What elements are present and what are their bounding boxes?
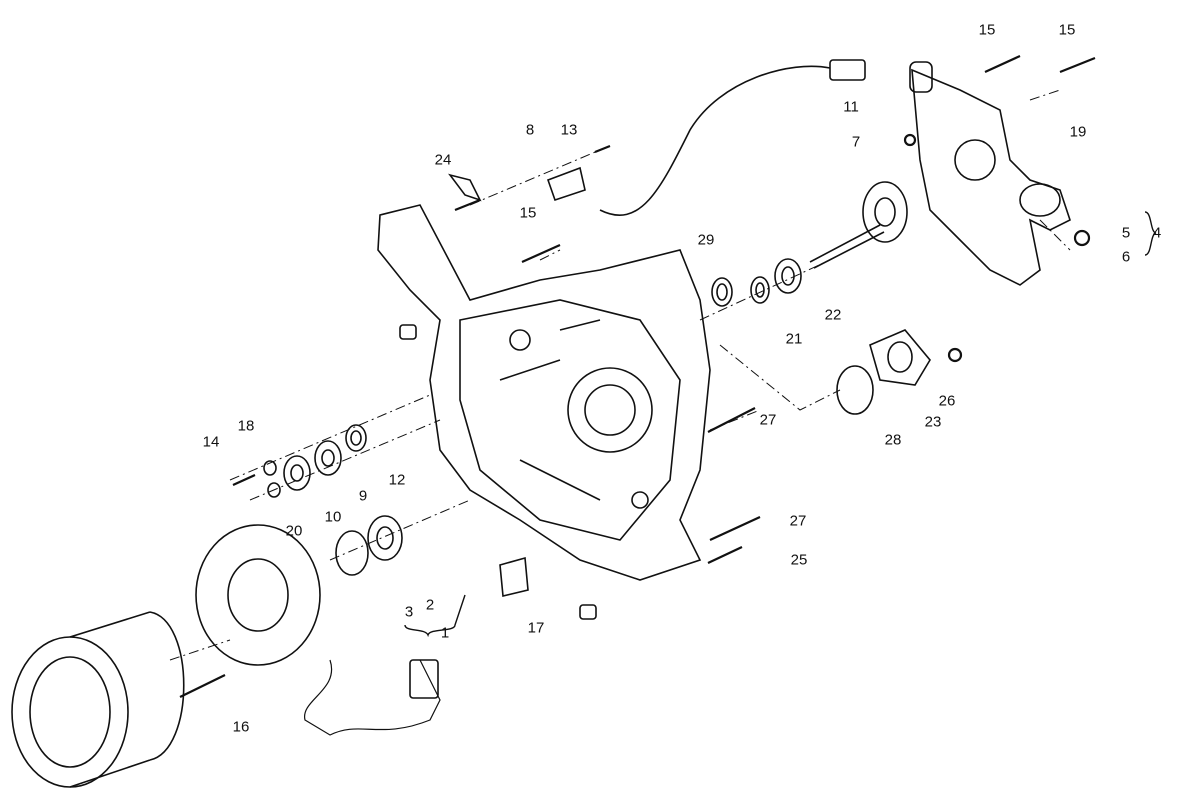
callout-29: 29 [697, 231, 715, 249]
callout-16: 16 [232, 718, 250, 736]
callout-17: 17 [527, 619, 545, 637]
callout-4: 4 [1152, 224, 1162, 242]
water-pump-housing [909, 61, 1071, 286]
callout-11: 11 [843, 98, 859, 116]
callout-22: 22 [824, 306, 842, 324]
callout-5: 5 [1121, 224, 1131, 242]
callout-28: 28 [884, 431, 902, 449]
callout-15: 15 [978, 21, 996, 39]
callout-7: 7 [851, 133, 861, 151]
callout-19: 19 [1069, 123, 1087, 141]
callout-21: 21 [785, 330, 803, 348]
group-brackets [404, 211, 1157, 638]
callout-18: 18 [237, 417, 255, 435]
crankcase-cover [377, 204, 711, 620]
stator [195, 524, 441, 736]
sensor-cable [599, 59, 866, 216]
assembly-lines [169, 89, 1071, 661]
callout-26: 26 [938, 392, 956, 410]
callout-24: 24 [434, 151, 452, 169]
callout-15: 15 [519, 204, 537, 222]
impeller-shaft [809, 181, 908, 269]
callout-25: 25 [790, 551, 808, 569]
flywheel-rotor [11, 611, 185, 788]
callout-12: 12 [388, 471, 406, 489]
callout-10: 10 [324, 508, 342, 526]
callout-2: 2 [425, 596, 435, 614]
callout-6: 6 [1121, 248, 1131, 266]
callout-3: 3 [404, 603, 414, 621]
callout-20: 20 [285, 522, 303, 540]
callout-1: 1 [440, 624, 450, 642]
callout-14: 14 [202, 433, 220, 451]
callout-15: 15 [1058, 21, 1076, 39]
callout-23: 23 [924, 413, 942, 431]
callout-9: 9 [358, 487, 368, 505]
seals-bearings [263, 166, 931, 597]
callout-13: 13 [560, 121, 578, 139]
callout-27: 27 [759, 411, 777, 429]
bolts [179, 54, 1096, 698]
callout-27: 27 [789, 512, 807, 530]
callout-8: 8 [525, 121, 535, 139]
